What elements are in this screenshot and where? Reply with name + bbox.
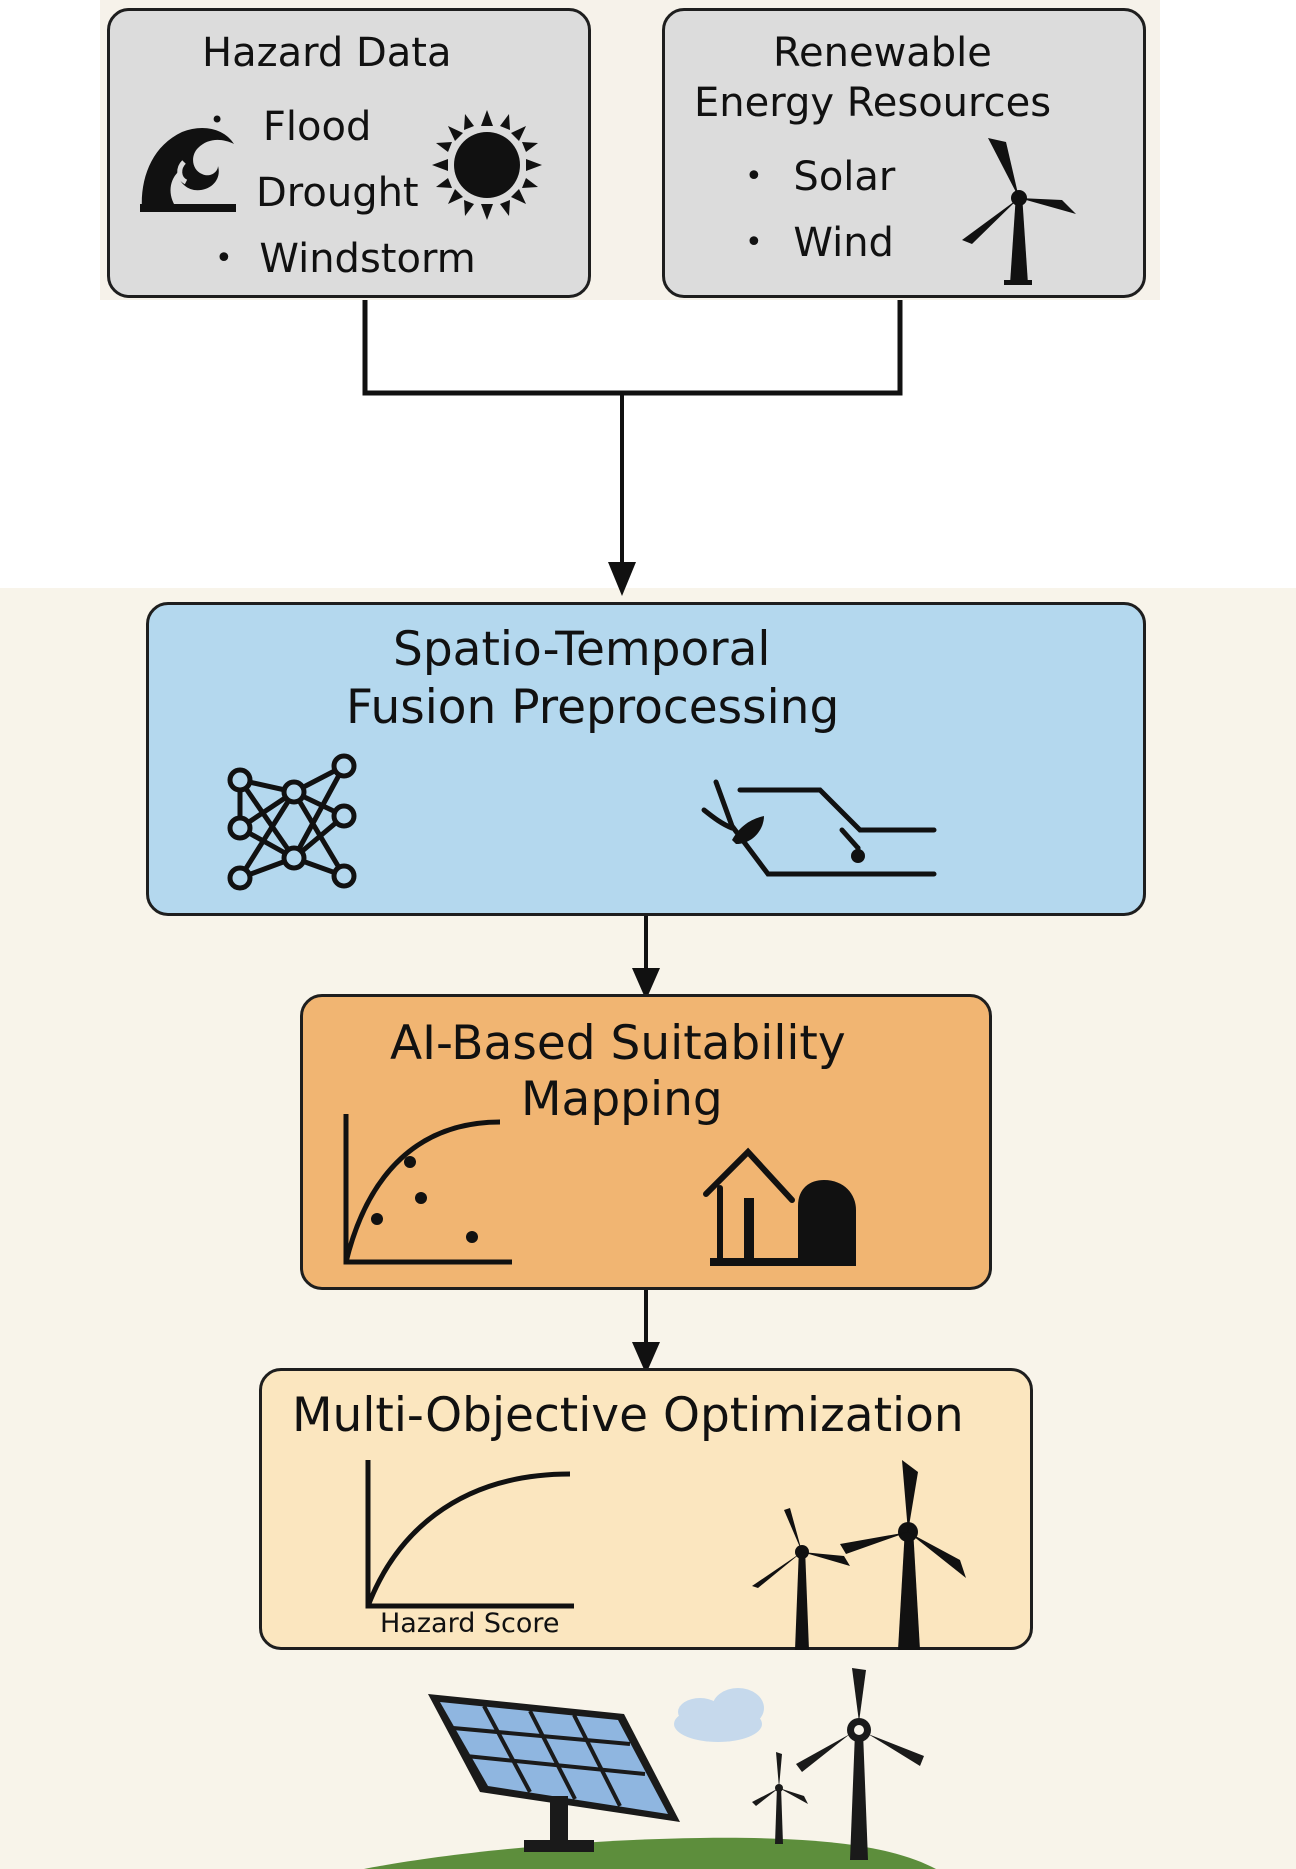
scatter-curve-icon [343,1114,512,1265]
suitability-box [300,994,992,1290]
renewable-title-line1: Renewable [773,30,992,76]
optimization-title: Multi-Objective Optimization [292,1388,964,1443]
sun-icon [432,110,542,220]
renewable-item-wind: • Wind [745,220,894,266]
hazard-item-drought: Drought [256,170,419,216]
hazard-data-title: Hazard Data [202,30,452,76]
suitability-title-line1: AI-Based Suitability [390,1016,846,1071]
cloud-icon [674,1688,764,1742]
wave-icon [140,128,236,212]
renewable-energy-box [662,8,1146,298]
hazard-item-windstorm: • Windstorm [215,236,476,282]
bullet: • [745,225,763,260]
solar-panel-icon [428,1694,680,1852]
neural-network-icon [227,753,357,891]
pareto-curve-icon [365,1460,574,1609]
renewable-item-solar: • Solar [745,154,896,200]
preprocessing-title-line2: Fusion Preprocessing [346,680,840,735]
footer-illustration [364,1668,936,1869]
suitability-title-line2: Mapping [521,1072,723,1127]
wind-turbine-icon [796,1668,924,1860]
grass-hill [364,1837,936,1869]
merge-connector [362,300,903,596]
bullet: • [745,159,763,194]
arrow-preprocessing-to-mapping [632,916,660,1374]
hazard-item-flood: • Flood [210,104,372,150]
bullet: • [215,241,233,276]
wind-turbines-icon [752,1460,966,1650]
wind-turbine-icon [962,138,1076,285]
renewable-title-line2: Energy Resources [694,80,1052,126]
hazard-score-axis-label: Hazard Score [380,1608,560,1639]
bullet: • [210,106,225,134]
wind-turbine-icon [752,1752,808,1844]
house-icon [703,1147,856,1266]
preprocessing-title-line1: Spatio-Temporal [393,622,771,677]
circuit-branch-icon [701,779,937,877]
